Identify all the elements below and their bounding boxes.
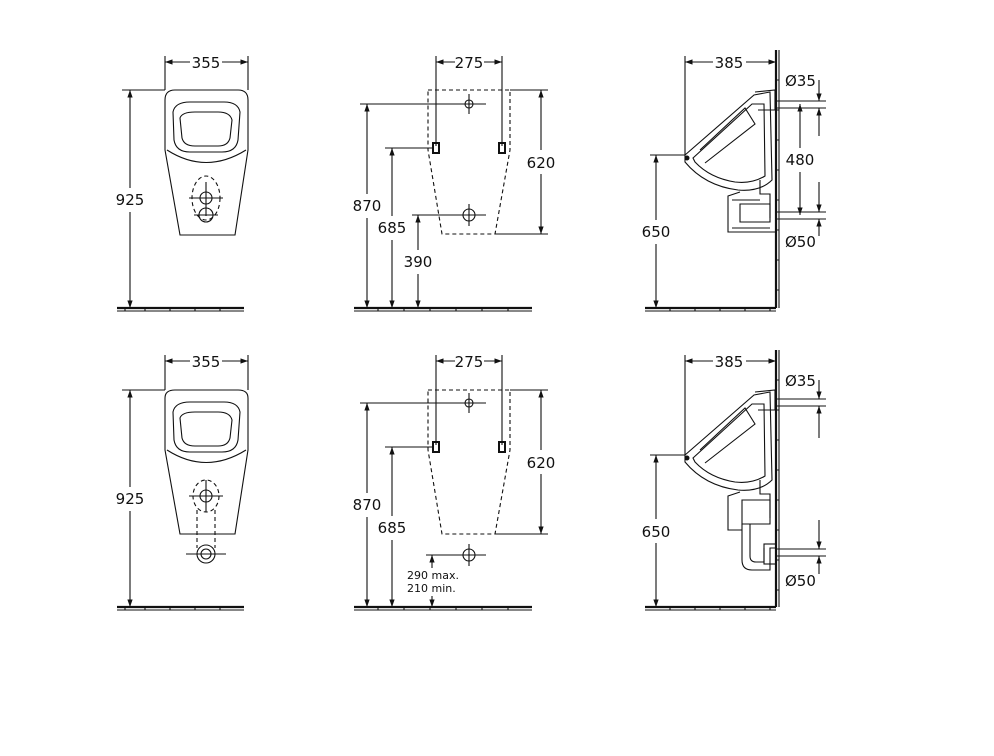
wall — [774, 50, 780, 308]
dimension-depth: 385 — [715, 353, 744, 371]
dimension-outlet-height: 390 — [404, 253, 433, 271]
front-view-top: 355 925 — [116, 54, 249, 312]
dimension-height: 925 — [116, 191, 145, 209]
floor-line — [117, 306, 244, 312]
dimension-rim-height: 650 — [642, 223, 671, 241]
wall — [774, 350, 780, 607]
dimension-inlet-diameter: Ø35 — [785, 372, 816, 390]
urinal-body — [684, 389, 777, 571]
inlet-point — [452, 94, 486, 114]
fixing-points — [432, 142, 506, 154]
front-view-bottom: 355 925 — [116, 353, 249, 611]
urinal-body — [164, 389, 249, 564]
dimension-outlet-diameter: Ø50 — [785, 572, 816, 590]
outlet-point — [452, 544, 486, 566]
outlet-height-min: 210 min. — [407, 582, 456, 595]
installation-view-bottom: 275 620 870 685 290 max. 210 min. — [353, 353, 556, 611]
dimension-depth: 385 — [715, 54, 744, 72]
inlet-point — [452, 393, 486, 413]
dimension-height-mid: 685 — [378, 219, 407, 237]
dimension-spacing: 480 — [786, 151, 815, 169]
urinal-body — [684, 89, 776, 233]
floor-line — [354, 605, 532, 611]
floor-line — [645, 306, 776, 312]
fixing-points — [432, 441, 506, 453]
dimension-width: 355 — [192, 54, 221, 72]
dimension-width: 275 — [455, 353, 484, 371]
dimension-height: 925 — [116, 490, 145, 508]
dimension-height-mid: 685 — [378, 519, 407, 537]
urinal-body — [164, 89, 249, 236]
side-view-bottom: 385 Ø35 Ø50 650 — [642, 350, 826, 611]
dimension-inlet-diameter: Ø35 — [785, 72, 816, 90]
dimension-frame-height: 620 — [527, 154, 556, 172]
side-view-top: 385 Ø35 Ø50 480 650 — [642, 50, 826, 312]
dimension-frame-height: 620 — [527, 454, 556, 472]
floor-line — [645, 605, 776, 611]
dimension-height-top: 870 — [353, 496, 382, 514]
dimension-width: 275 — [455, 54, 484, 72]
floor-line — [354, 306, 532, 312]
outlet-height-max: 290 max. — [407, 569, 459, 582]
dimension-height-top: 870 — [353, 197, 382, 215]
installation-view-top: 275 620 870 685 390 — [353, 54, 556, 312]
dimension-width: 355 — [192, 353, 221, 371]
dimension-rim-height: 650 — [642, 523, 671, 541]
outlet-point — [452, 204, 486, 226]
floor-line — [117, 605, 244, 611]
dimension-outlet-diameter: Ø50 — [785, 233, 816, 251]
